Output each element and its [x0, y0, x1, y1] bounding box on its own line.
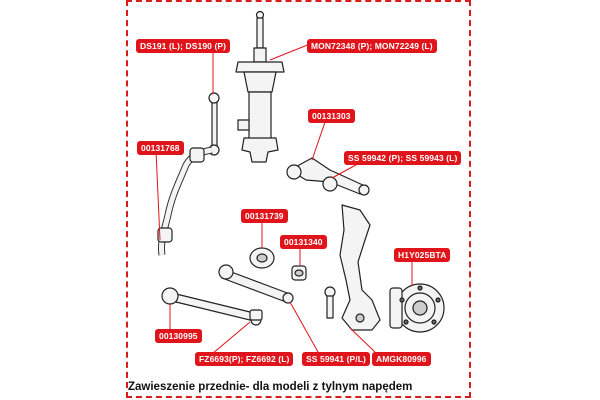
label-00131768: 00131768 [137, 141, 184, 155]
upper-control-arm [286, 157, 370, 196]
label-h1y025bta: H1Y025BTA [394, 248, 451, 262]
label-ds191: DS191 (L); DS190 (P) [136, 39, 231, 53]
ball-joint [324, 286, 336, 319]
stabilizer-link [208, 92, 220, 156]
diagram-caption: Zawieszenie przednie- dla modeli z tylny… [128, 381, 413, 393]
shock-absorber [235, 10, 285, 163]
label-amgk80996: AMGK80996 [372, 352, 431, 366]
label-00130995: 00130995 [155, 329, 202, 343]
label-ss59942: SS 59942 (P); SS 59943 (L) [344, 151, 462, 165]
label-00131303: 00131303 [308, 109, 355, 123]
steering-knuckle [339, 204, 381, 331]
bushing-00131739 [249, 247, 275, 269]
label-ss59941: SS 59941 (P/L) [302, 352, 370, 366]
lower-control-arm [161, 287, 263, 326]
tension-rod [218, 264, 294, 304]
wheel-hub [389, 283, 445, 333]
label-00131739: 00131739 [241, 209, 288, 223]
bushing-00131340 [291, 265, 307, 281]
label-00131340: 00131340 [280, 235, 327, 249]
label-mon72348: MON72348 (P); MON72249 (L) [307, 39, 437, 53]
dashed-frame [126, 0, 471, 398]
leader-lines [155, 43, 413, 355]
label-fz6693: FZ6693(P); FZ6692 (L) [195, 352, 294, 366]
